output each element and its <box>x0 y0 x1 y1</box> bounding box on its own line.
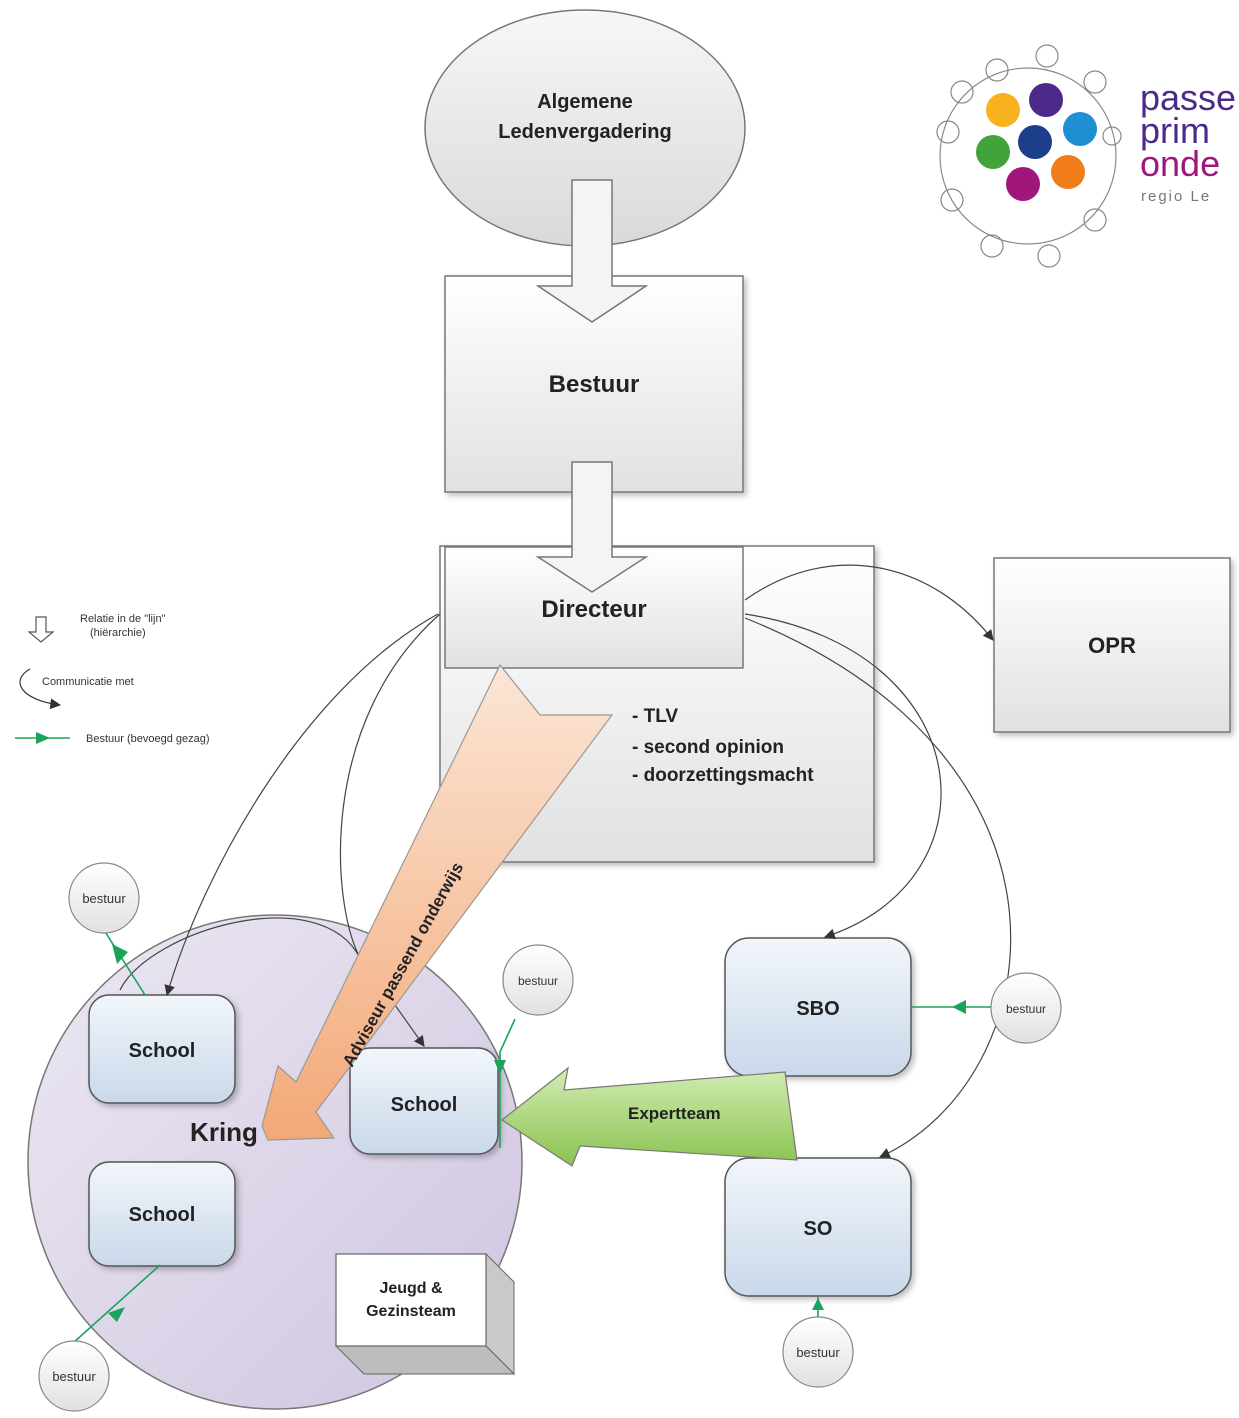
governance-links <box>72 929 993 1344</box>
bestuur-circle-3-label: bestuur <box>518 974 558 988</box>
comm-directeur-so <box>744 617 1012 1158</box>
sbo-node: SBO <box>724 937 912 1077</box>
gov-arrow-school-left-top <box>103 929 146 996</box>
bestuur-circle-5-label: bestuur <box>796 1345 840 1360</box>
legend-hierarchy-icon <box>27 616 55 643</box>
alv-label-line2: Ledenvergadering <box>498 121 671 143</box>
expertteam-arrow: Expertteam <box>500 1066 798 1167</box>
logo-word-3: onde <box>1140 143 1220 184</box>
jeugd-gezinsteam-node: Jeugd & Gezinsteam <box>334 1252 516 1376</box>
logo-subtitle: regio Le <box>1141 188 1211 205</box>
legend-communication-icon <box>19 668 62 710</box>
comm-directeur-school-left <box>164 613 439 997</box>
jgt-label-line2: Gezinsteam <box>366 1303 456 1320</box>
school-left-top-label: School <box>129 1040 196 1062</box>
bestuur-circle-5: bestuur <box>782 1316 854 1388</box>
organization-logo: passe prim onde regio Le <box>936 44 1236 268</box>
sbo-label: SBO <box>796 998 839 1020</box>
bestuur-circle-1-label: bestuur <box>82 891 126 906</box>
comm-directeur-school-right <box>394 1004 425 1047</box>
jgt-label-line1: Jeugd & <box>379 1280 443 1297</box>
so-label: SO <box>804 1218 833 1240</box>
task-tlv: - TLV <box>632 706 678 727</box>
bestuur-circle-1: bestuur <box>68 862 140 934</box>
so-node: SO <box>724 1157 912 1297</box>
bestuur-circle-4-label: bestuur <box>1006 1002 1046 1016</box>
hierarchy-arrow-bestuur-directeur <box>535 461 649 593</box>
gov-arrow-school-right <box>499 1018 516 1148</box>
legend-hierarchy-label-1: Relatie in de "lijn" <box>80 613 166 625</box>
gov-arrow-school-left-bottom <box>72 1264 161 1344</box>
comm-directeur-opr <box>744 564 994 641</box>
school-left-bottom: School <box>88 1161 236 1267</box>
kring-label: Kring <box>190 1117 258 1147</box>
task-second-opinion: - second opinion <box>632 737 784 758</box>
legend-communication-label: Communicatie met <box>42 676 134 688</box>
bestuur-circle-2-label: bestuur <box>52 1369 96 1384</box>
bestuur-circle-4: bestuur <box>990 972 1062 1044</box>
legend: Relatie in de "lijn" (hiërarchie) Commun… <box>15 613 210 745</box>
bestuur-node: Bestuur <box>444 275 744 493</box>
expertteam-label: Expertteam <box>628 1104 721 1123</box>
opr-label: OPR <box>1088 633 1136 658</box>
logo-ring-loops <box>936 44 1122 268</box>
legend-governance-label: Bestuur (bevoegd gezag) <box>86 733 210 745</box>
alv-label-line1: Algemene <box>537 91 633 113</box>
directeur-label: Directeur <box>541 596 646 623</box>
comm-directeur-sbo <box>744 613 942 940</box>
school-left-bottom-label: School <box>129 1204 196 1226</box>
school-right-label: School <box>391 1094 458 1116</box>
logo-word-2: prim <box>1140 110 1210 151</box>
task-doorzettingsmacht: - doorzettingsmacht <box>632 765 814 786</box>
governance-arrowheads <box>108 944 966 1322</box>
school-right: School <box>349 1047 499 1155</box>
opr-node: OPR <box>993 557 1231 733</box>
logo-word-1: passe <box>1140 77 1236 118</box>
hierarchy-arrow-alv-bestuur <box>535 179 649 323</box>
bestuur-label: Bestuur <box>549 371 640 398</box>
bestuur-circle-3: bestuur <box>502 944 574 1016</box>
alv-node: Algemene Ledenvergadering <box>424 9 746 247</box>
school-left-top: School <box>88 994 236 1104</box>
legend-hierarchy-label-2: (hiërarchie) <box>90 627 146 639</box>
bestuur-circle-2: bestuur <box>38 1340 110 1412</box>
